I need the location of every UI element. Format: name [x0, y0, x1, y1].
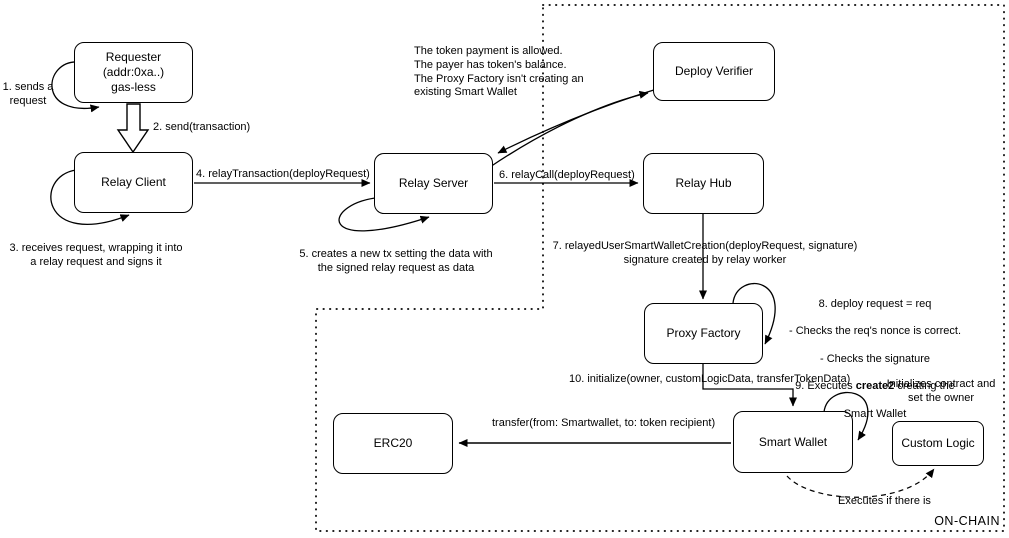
node-custom-logic: Custom Logic: [892, 421, 984, 466]
node-deploy-verifier: Deploy Verifier: [653, 42, 775, 101]
annotation-step9-line2: Smart Wallet: [843, 407, 907, 420]
annotation-step8-line2: - Checks the req's nonce is correct.: [788, 325, 962, 338]
node-custom-logic-label: Custom Logic: [901, 436, 975, 450]
node-relay-client-label: Relay Client: [101, 175, 166, 189]
arrow-initialize: [702, 364, 797, 407]
node-relay-hub-label: Relay Hub: [675, 176, 732, 190]
annotation-step10: 10. initialize(owner, customLogicData, t…: [569, 373, 851, 385]
annotation-step4: 4. relayTransaction(deployRequest): [196, 168, 370, 180]
annotation-step1: 1. sends a request: [2, 81, 54, 107]
arrow-executes-custom-logic: [786, 468, 935, 498]
annotation-step8-line3: - Checks the signature: [819, 352, 931, 365]
node-erc20-label: ERC20: [373, 436, 413, 450]
annotation-transfer: transfer(from: Smartwallet, to: token re…: [492, 417, 716, 429]
arrow-server-to-verifier: [489, 90, 649, 168]
annotation-step7: 7. relayedUserSmartWalletCreation(deploy…: [552, 240, 858, 266]
loop-requester-arrow: [51, 61, 100, 113]
annotation-step2: 2. send(transaction): [153, 121, 251, 133]
annotation-step8-line1: 8. deploy request = req: [818, 297, 932, 310]
create2-keyword: create2: [855, 380, 895, 393]
annotation-step3: 3. receives request, wrapping it into a …: [9, 242, 183, 268]
annotation-step6: 6. relayCall(deployRequest): [499, 169, 635, 181]
arrow-verifier-to-server: [497, 88, 658, 154]
loop-relay-client-arrow: [50, 169, 130, 225]
onchain-boundary: [315, 4, 1005, 532]
annotation-step9-line: 9. Executes create2 creating the: [795, 380, 955, 393]
annotation-step8-9: 8. deploy request = req - Checks the req…: [770, 284, 980, 435]
loop-proxy-factory-arrow: [732, 282, 776, 345]
node-requester: Requester (addr:0xa..) gas-less: [74, 42, 193, 103]
node-relay-server-label: Relay Server: [398, 176, 469, 190]
block-arrow-send-transaction: [116, 103, 150, 154]
node-proxy-factory: Proxy Factory: [644, 303, 763, 364]
annotation-verifier-conditions: The token payment is allowed. The payer …: [414, 45, 584, 99]
node-proxy-factory-label: Proxy Factory: [666, 326, 741, 340]
node-smart-wallet-label: Smart Wallet: [758, 434, 828, 449]
node-relay-hub: Relay Hub: [643, 153, 764, 214]
node-erc20: ERC20: [333, 413, 453, 474]
node-relay-server: Relay Server: [374, 153, 493, 214]
loop-relay-server-arrow: [338, 197, 430, 232]
annotation-step5: 5. creates a new tx setting the data wit…: [299, 248, 493, 274]
node-relay-client: Relay Client: [74, 152, 193, 213]
node-smart-wallet: Smart Wallet: [733, 411, 853, 473]
onchain-region-label: ON-CHAIN: [934, 514, 1000, 528]
node-requester-label: Requester (addr:0xa..) gas-less: [102, 50, 165, 94]
annotation-executes: Executes if there is: [838, 495, 931, 507]
loop-smart-wallet-arrow: [823, 391, 869, 441]
annotation-initializes: Initializes contract and set the owner: [886, 378, 996, 404]
node-deploy-verifier-label: Deploy Verifier: [674, 64, 754, 78]
